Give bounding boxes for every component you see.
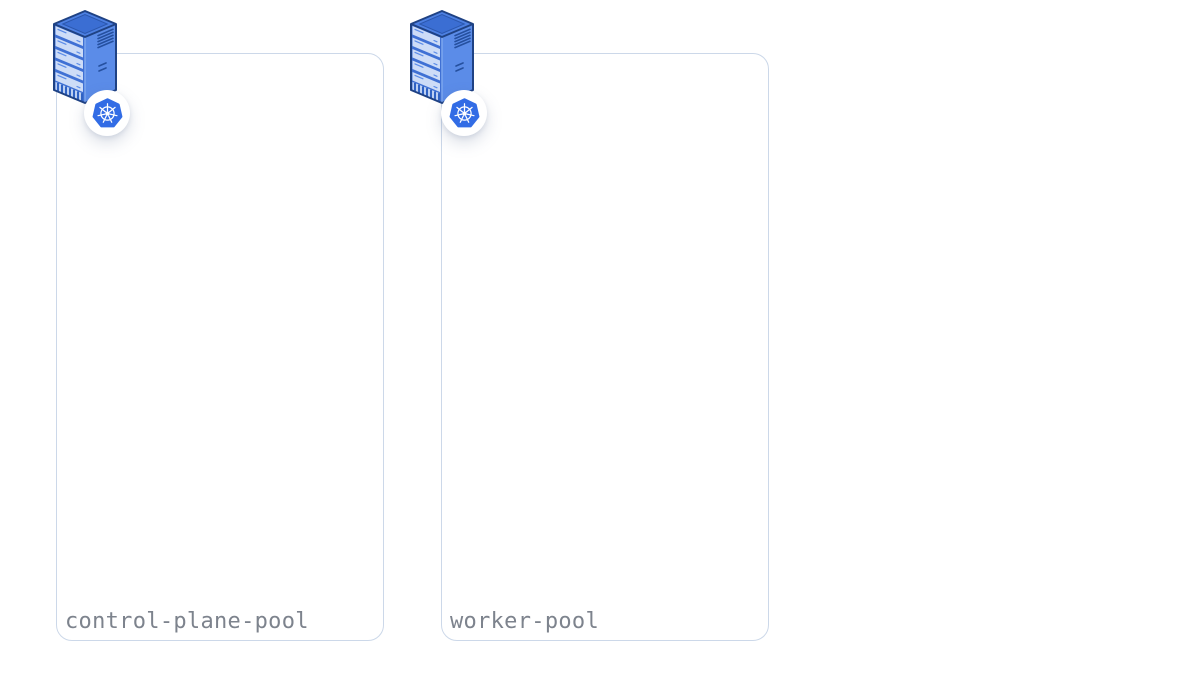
kubernetes-icon	[448, 97, 481, 130]
pool-icon-group	[53, 10, 165, 152]
kubernetes-icon	[91, 97, 124, 130]
kubernetes-badge	[84, 90, 130, 136]
pool-label: worker-pool	[450, 609, 599, 634]
pool-card-worker: worker-pool	[441, 53, 769, 641]
kubernetes-badge	[441, 90, 487, 136]
pool-label: control-plane-pool	[65, 609, 309, 634]
pool-card-control-plane: control-plane-pool	[56, 53, 384, 641]
pool-icon-group	[410, 10, 522, 152]
